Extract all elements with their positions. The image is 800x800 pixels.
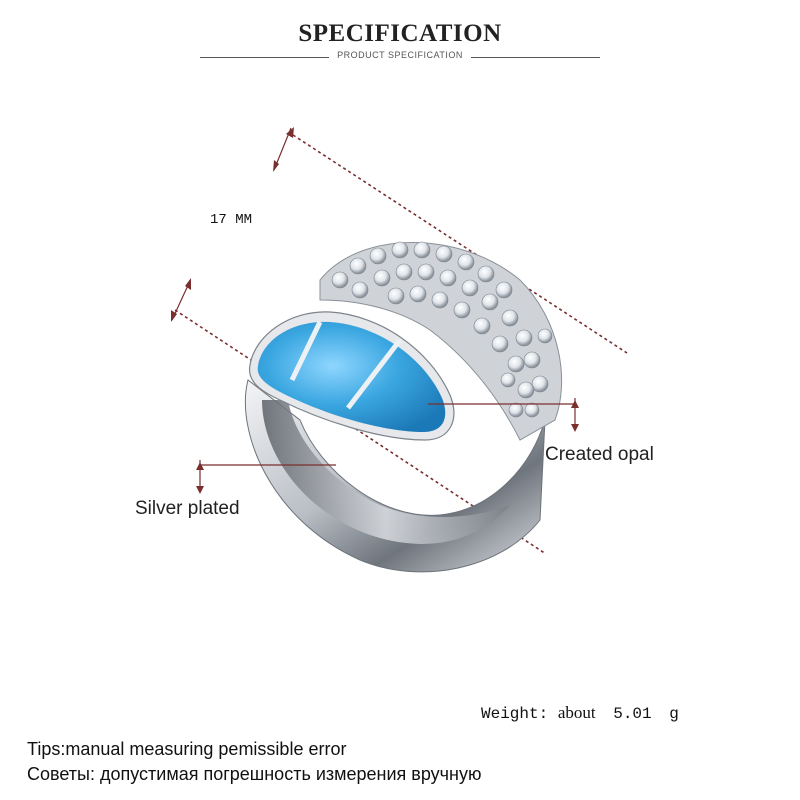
callout-created-opal: Created opal xyxy=(545,444,654,465)
weight-label: Weight: xyxy=(481,705,549,723)
page-subtitle: PRODUCT SPECIFICATION xyxy=(200,50,600,60)
weight-value: 5.01 xyxy=(613,705,652,723)
ring-band xyxy=(244,379,546,573)
tips-russian: Советы: допустимая погрешность измерения… xyxy=(27,764,482,784)
weight-line: Weight: about 5.01 g xyxy=(481,703,679,723)
crystal-shoulder xyxy=(319,241,563,441)
callout-lines xyxy=(196,398,579,494)
callout-silver-plated: Silver plated xyxy=(135,498,240,519)
weight-unit: g xyxy=(669,705,679,723)
dimension-label: 17 MM xyxy=(210,212,253,228)
tips-english: Tips:manual measuring pemissible error xyxy=(27,739,347,759)
subtitle-block: PRODUCT SPECIFICATION xyxy=(200,50,600,66)
weight-about: about xyxy=(557,703,596,722)
dimension-lines xyxy=(171,127,628,555)
page-title: SPECIFICATION xyxy=(298,20,502,47)
opal-panel xyxy=(248,311,455,441)
